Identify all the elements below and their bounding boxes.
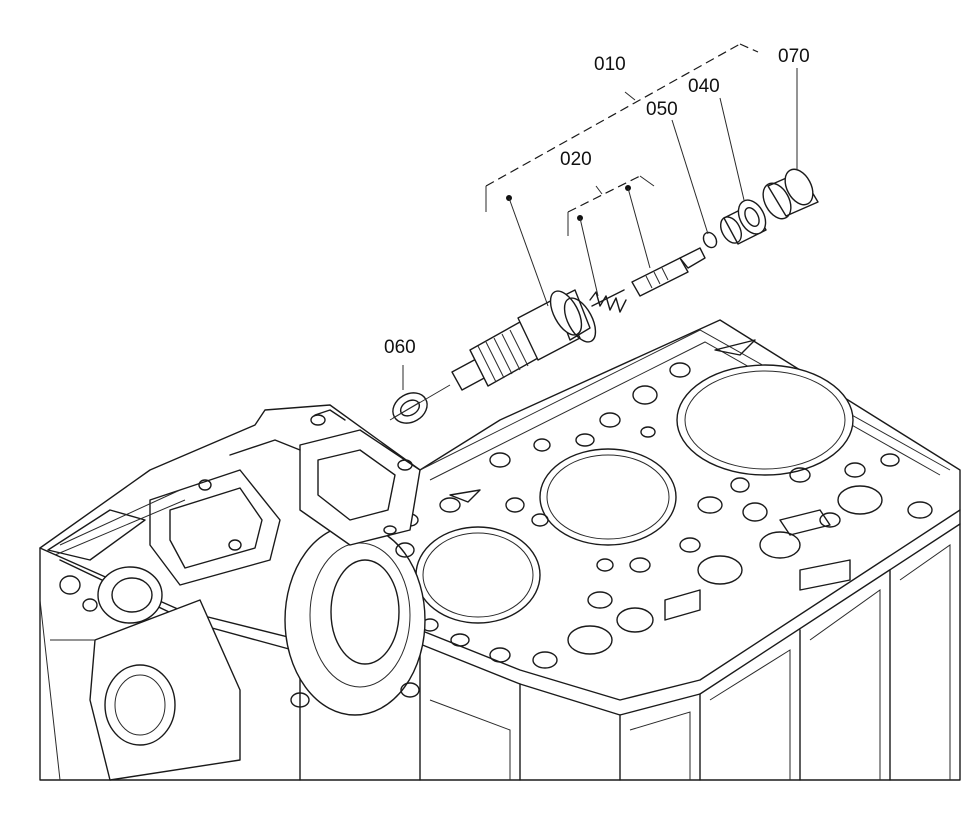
label-020: 020 <box>560 149 592 170</box>
cap-070 <box>762 168 819 220</box>
spring <box>589 289 627 313</box>
plug-body <box>389 289 597 421</box>
label-070: 070 <box>778 46 810 67</box>
collar-040 <box>719 199 767 245</box>
label-060: 060 <box>384 337 416 358</box>
label-010: 010 <box>594 54 626 75</box>
leader-lines <box>485 43 798 307</box>
label-040: 040 <box>688 76 720 97</box>
valve-pin <box>631 247 706 297</box>
label-050: 050 <box>646 99 678 120</box>
engine-block <box>39 319 961 781</box>
o-ring-050 <box>702 231 718 249</box>
